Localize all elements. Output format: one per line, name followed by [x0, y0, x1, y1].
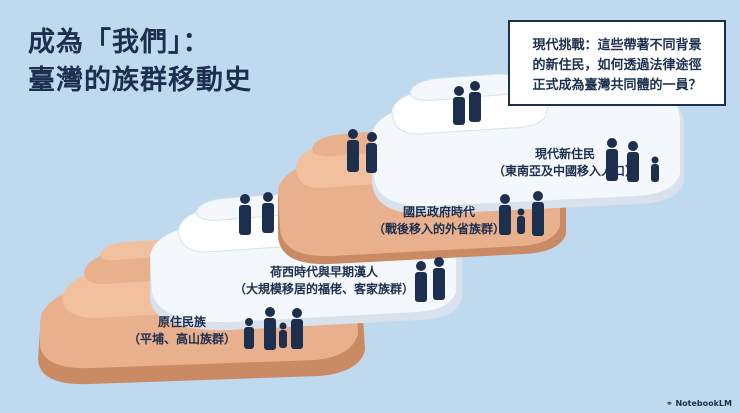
- challenge-callout-box: 現代挑戰：這些帶著不同背景 的新住民，如何透過法律途徑 正式成為臺灣共同體的一員…: [508, 20, 726, 106]
- stage-name: 現代新住民: [535, 147, 596, 161]
- couple-figures-early: [239, 192, 274, 235]
- stage-label-early-han: 荷西時代與早期漢人 （大規模移居的福佬、客家族群）: [234, 264, 414, 298]
- brand-watermark: ⚭ NotebookLM: [666, 399, 732, 408]
- callout-line-1: 現代挑戰：這些帶著不同背景: [532, 38, 702, 53]
- stage-label-indigenous: 原住民族 （平埔、高山族群）: [128, 314, 236, 348]
- couple-figures-modern: [453, 81, 481, 125]
- stage-name: 荷西時代與早期漢人: [270, 265, 379, 279]
- title-line-2: 臺灣的族群移動史: [28, 65, 252, 96]
- stage-detail: （東南亞及中國移入人口）: [493, 164, 638, 178]
- page-title: 成為「我們」： 臺灣的族群移動史: [28, 24, 252, 100]
- stage-detail: （戰後移入的外省族群）: [373, 222, 506, 236]
- brand-name: NotebookLM: [675, 399, 732, 408]
- hiking-figures-kmt: [347, 129, 377, 173]
- stage-label-kmt: 國民政府時代 （戰後移入的外省族群）: [373, 204, 505, 238]
- stage-label-new-residents: 現代新住民 （東南亞及中國移入人口）: [493, 146, 637, 180]
- stage-detail: （大規模移居的福佬、客家族群）: [234, 282, 415, 296]
- family-figures-modern: [606, 138, 659, 182]
- stage-name: 國民政府時代: [403, 205, 476, 219]
- brand-logo-icon: ⚭: [665, 399, 673, 408]
- plateau-new-residents: [372, 73, 684, 215]
- callout-line-3: 正式成為臺灣共同體的一員？: [532, 78, 702, 93]
- title-line-1: 成為「我們」：: [28, 27, 211, 58]
- family-figures-kmt: [499, 191, 544, 236]
- callout-line-2: 的新住民，如何透過法律途徑: [532, 58, 702, 73]
- stage-name: 原住民族: [158, 315, 207, 329]
- stage-detail: （平埔、高山族群）: [128, 332, 237, 346]
- family-figures-indigenous: [244, 307, 303, 350]
- walking-figures-early: [415, 257, 445, 302]
